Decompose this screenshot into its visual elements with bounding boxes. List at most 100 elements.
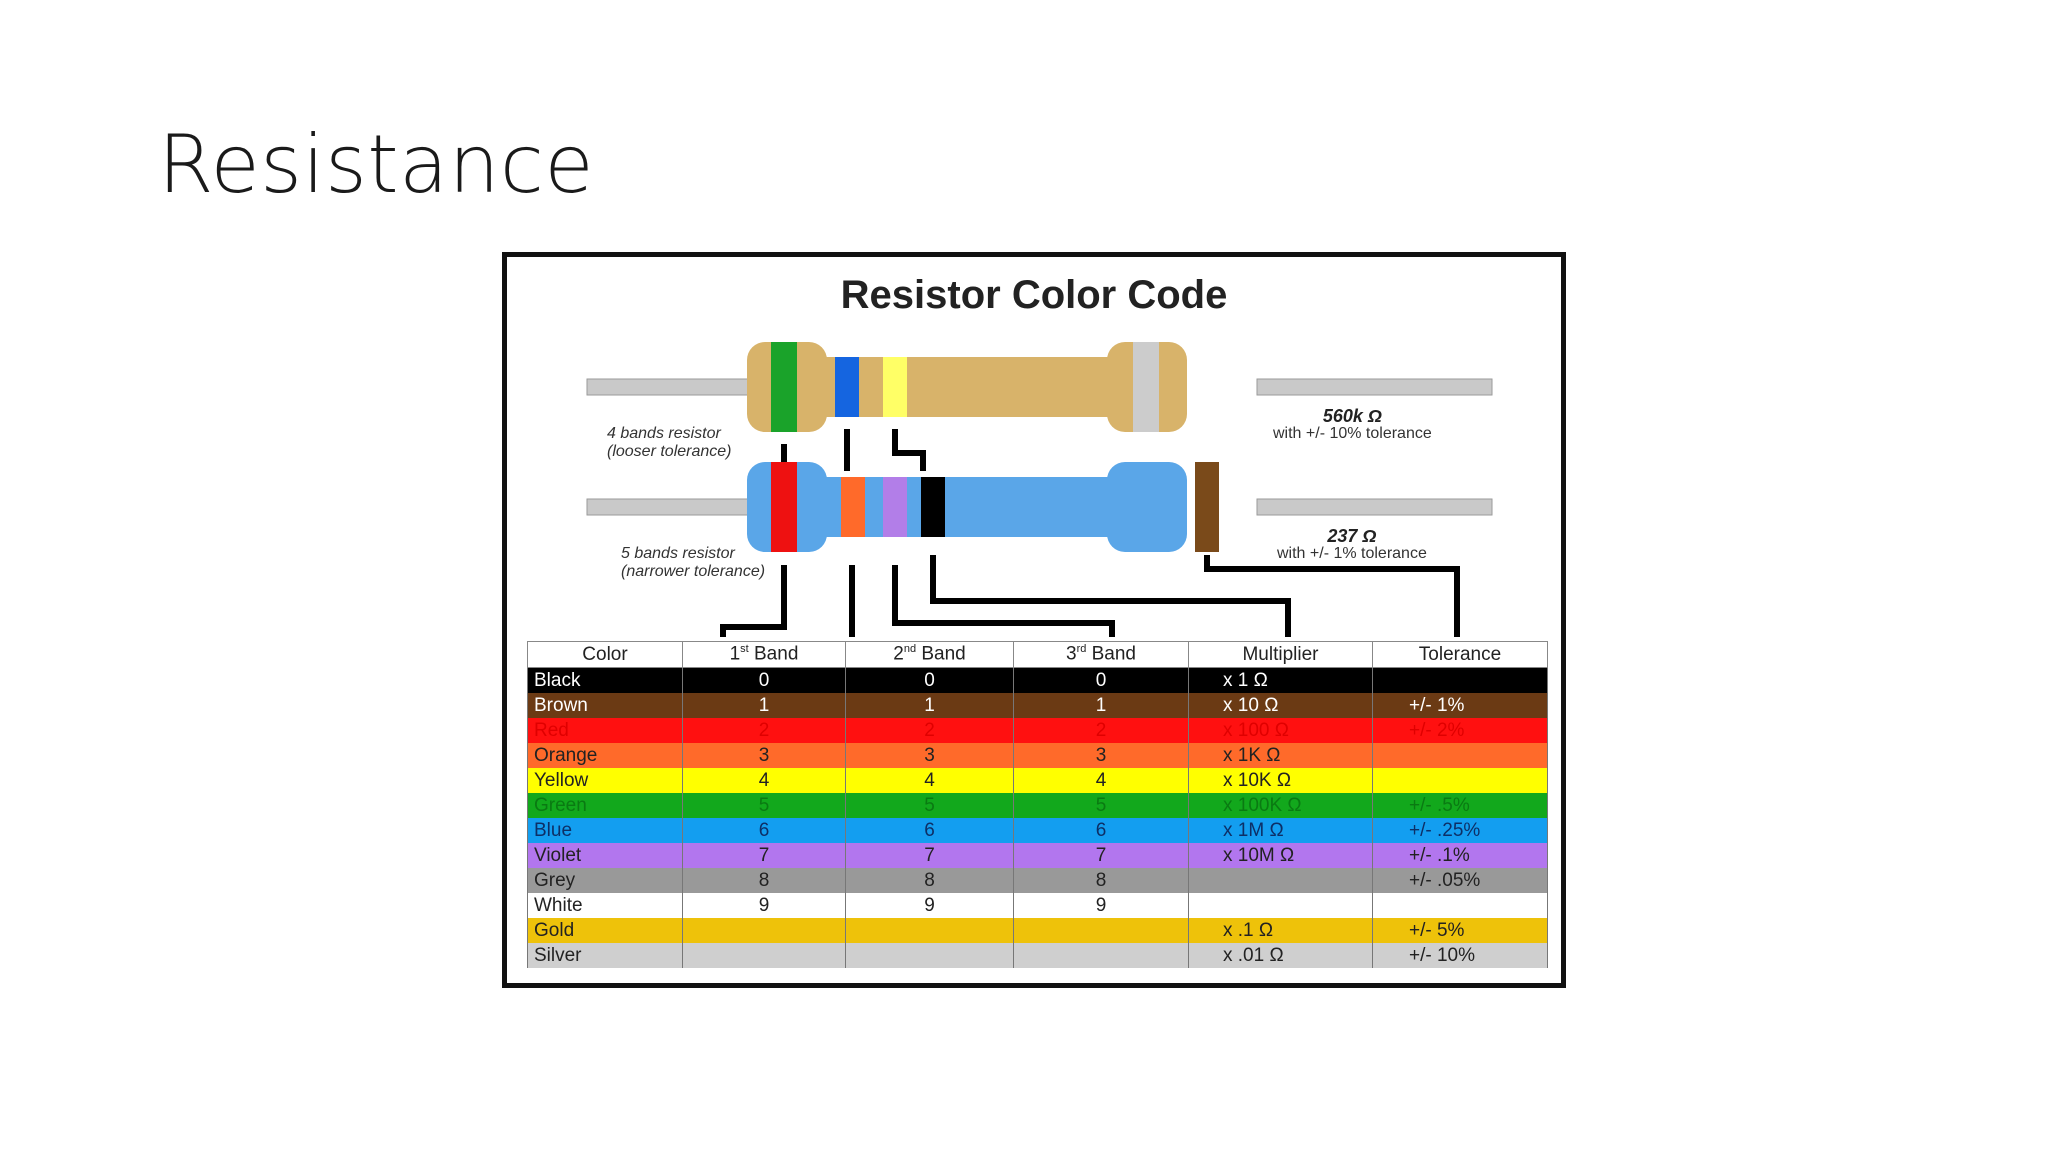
row-color-name: Silver xyxy=(527,943,683,968)
five-band-band-3 xyxy=(883,477,907,537)
five-band-resistor xyxy=(586,462,1493,552)
four-band-band-1 xyxy=(771,342,797,432)
row-band3 xyxy=(1013,918,1189,943)
five-band-band-2 xyxy=(841,477,865,537)
header-band3: 3rd Band xyxy=(1013,641,1189,668)
row-color-name: Yellow xyxy=(527,768,683,793)
table-row: Silver x .01 Ω+/- 10% xyxy=(527,943,1548,968)
row-band2: 4 xyxy=(845,768,1014,793)
row-tolerance xyxy=(1372,743,1548,768)
row-band2: 3 xyxy=(845,743,1014,768)
row-band1: 0 xyxy=(682,667,846,693)
four-band-body xyxy=(823,357,1113,417)
four-band-label-line1: 4 bands resistor xyxy=(607,425,721,442)
row-band2 xyxy=(845,918,1014,943)
header-band1-num: 1 xyxy=(729,643,741,665)
header-band2-num: 2 xyxy=(893,643,904,665)
row-tolerance: +/- .5% xyxy=(1372,793,1548,818)
five-band-band-1 xyxy=(771,462,797,552)
row-band1: 4 xyxy=(682,768,846,793)
row-multiplier: x 100 Ω xyxy=(1188,718,1373,743)
row-multiplier: x 1 Ω xyxy=(1188,667,1373,693)
header-band3-num: 3 xyxy=(1065,643,1077,665)
row-band3: 0 xyxy=(1013,667,1189,693)
row-band1: 3 xyxy=(682,743,846,768)
row-color-name: Black xyxy=(527,667,683,693)
table-header-row: Color 1st Band 2nd Band 3rd Band Multipl… xyxy=(527,641,1548,668)
row-multiplier: x .1 Ω xyxy=(1188,918,1373,943)
header-band1-text: Band xyxy=(748,643,799,665)
row-band3: 1 xyxy=(1013,693,1189,718)
header-tolerance: Tolerance xyxy=(1372,641,1548,668)
row-band3: 4 xyxy=(1013,768,1189,793)
row-tolerance xyxy=(1372,893,1548,918)
row-tolerance: +/- .1% xyxy=(1372,843,1548,868)
row-band3: 5 xyxy=(1013,793,1189,818)
row-tolerance: +/- 10% xyxy=(1372,943,1548,968)
header-band1: 1st Band xyxy=(682,641,846,668)
five-band-value: 237 Ω xyxy=(1327,526,1377,546)
color-code-table: Color 1st Band 2nd Band 3rd Band Multipl… xyxy=(527,641,1548,968)
row-multiplier: x 10 Ω xyxy=(1188,693,1373,718)
row-multiplier: x 10M Ω xyxy=(1188,843,1373,868)
connector-tolerance xyxy=(1204,555,1460,637)
five-band-value-note: 237 Ω with +/- 1% tolerance xyxy=(1277,527,1427,563)
row-multiplier: x 1K Ω xyxy=(1188,743,1373,768)
five-band-body xyxy=(823,477,1113,537)
row-color-name: Blue xyxy=(527,818,683,843)
row-tolerance xyxy=(1372,768,1548,793)
header-band3-sup: rd xyxy=(1076,643,1087,656)
row-band1: 9 xyxy=(682,893,846,918)
row-color-name: Brown xyxy=(527,693,683,718)
four-band-lead-right xyxy=(1256,378,1493,396)
five-band-label: 5 bands resistor (narrower tolerance) xyxy=(621,545,765,581)
table-row: Gold x .1 Ω+/- 5% xyxy=(527,918,1548,943)
row-band2: 2 xyxy=(845,718,1014,743)
connector-lines xyxy=(720,429,1460,637)
five-band-lead-left xyxy=(586,498,758,516)
row-band2: 0 xyxy=(845,667,1014,693)
connector-band3-upper xyxy=(892,429,926,471)
row-tolerance: +/- .05% xyxy=(1372,868,1548,893)
row-multiplier: x 10K Ω xyxy=(1188,768,1373,793)
header-band2-text: Band xyxy=(916,643,966,665)
row-band2: 8 xyxy=(845,868,1014,893)
row-band1 xyxy=(682,918,846,943)
row-band3: 6 xyxy=(1013,818,1189,843)
four-band-value-note: 560k Ω with +/- 10% tolerance xyxy=(1273,407,1432,443)
row-color-name: Gold xyxy=(527,918,683,943)
row-band2: 5 xyxy=(845,793,1014,818)
row-band3: 8 xyxy=(1013,868,1189,893)
header-band2: 2nd Band xyxy=(845,641,1014,668)
row-band3: 7 xyxy=(1013,843,1189,868)
figure-title: Resistor Color Code xyxy=(840,273,1228,317)
row-color-name: White xyxy=(527,893,683,918)
row-tolerance: +/- .25% xyxy=(1372,818,1548,843)
row-band2: 6 xyxy=(845,818,1014,843)
header-multiplier: Multiplier xyxy=(1188,641,1373,668)
row-band3: 9 xyxy=(1013,893,1189,918)
row-multiplier xyxy=(1188,868,1373,893)
row-tolerance: +/- 5% xyxy=(1372,918,1548,943)
connector-band1-lower xyxy=(720,565,787,637)
five-band-band-5 xyxy=(1195,462,1219,552)
row-band3 xyxy=(1013,943,1189,968)
row-band1: 5 xyxy=(682,793,846,818)
row-band2 xyxy=(845,943,1014,968)
header-band2-sup: nd xyxy=(903,643,917,656)
row-band1 xyxy=(682,943,846,968)
row-band2: 1 xyxy=(845,693,1014,718)
row-color-name: Orange xyxy=(527,743,683,768)
row-multiplier: x 1M Ω xyxy=(1188,818,1373,843)
header-color: Color xyxy=(527,641,683,668)
connector-multiplier xyxy=(930,555,1291,637)
row-multiplier: x .01 Ω xyxy=(1188,943,1373,968)
